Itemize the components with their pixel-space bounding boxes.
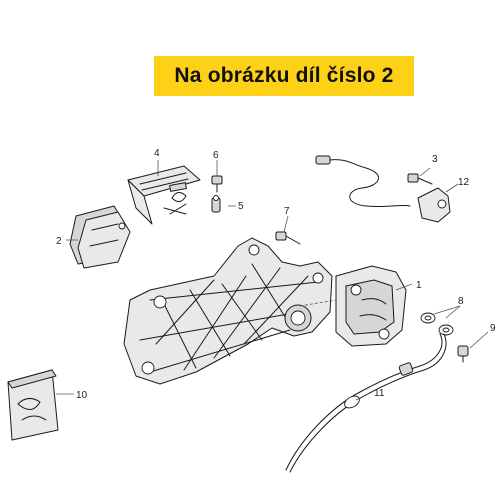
- leader-lines: [56, 160, 489, 401]
- callout-9: 9: [490, 323, 496, 334]
- part-1-caliper-body[interactable]: [335, 265, 407, 347]
- part-5-bleed-valve[interactable]: [211, 195, 221, 213]
- banner-text: Na obrázku díl číslo 2: [174, 64, 394, 87]
- callout-3: 3: [432, 154, 438, 165]
- callout-12: 12: [458, 177, 470, 188]
- part-12-sensor[interactable]: [417, 187, 451, 223]
- callout-10: 10: [76, 390, 88, 401]
- caliper-bracket: [123, 237, 333, 385]
- callout-2: 2: [56, 236, 62, 247]
- part-3-bolt[interactable]: [407, 173, 433, 185]
- callout-11: 11: [374, 388, 385, 399]
- sensor-cable: [315, 155, 411, 208]
- part-4-pin-set[interactable]: [127, 165, 201, 225]
- callout-8: 8: [458, 296, 464, 307]
- part-8-washers[interactable]: [420, 312, 454, 336]
- part-6-screw[interactable]: [211, 175, 223, 193]
- callout-4: 4: [154, 148, 160, 159]
- callout-1: 1: [416, 280, 422, 291]
- callout-numbers: 1 2 3 4 5 6 7 8 9 10 11 12: [56, 148, 496, 401]
- part-11-brake-hose[interactable]: [285, 333, 447, 473]
- part-10-documentation-pack[interactable]: [7, 369, 59, 441]
- callout-5: 5: [238, 201, 244, 212]
- part-9-bleeder-screw[interactable]: [457, 345, 469, 363]
- part-7-bolt[interactable]: [275, 231, 301, 245]
- part-2-brake-pads[interactable]: [69, 205, 131, 269]
- callout-6: 6: [213, 150, 219, 161]
- part-number-banner: Na obrázku díl číslo 2: [154, 56, 414, 96]
- callout-7: 7: [284, 206, 290, 217]
